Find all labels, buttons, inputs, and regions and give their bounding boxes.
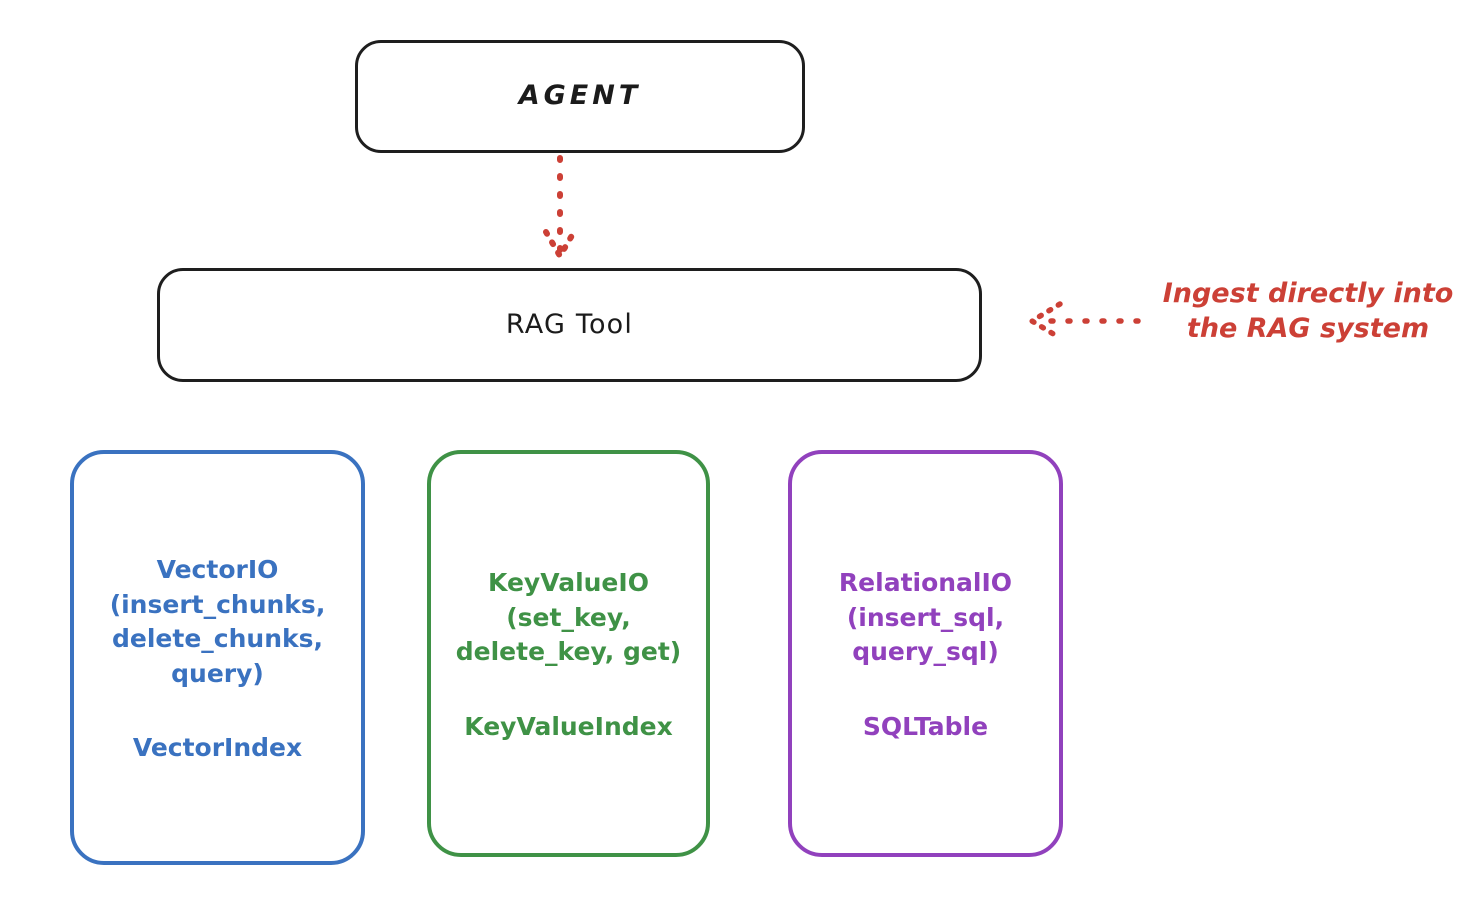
connector-agent-to-rag-tool: [543, 155, 577, 259]
node-agent-label: AGENT: [518, 80, 642, 112]
node-vector-io[interactable]: VectorIO (insert_chunks, delete_chunks, …: [70, 450, 365, 865]
node-rag-tool[interactable]: RAG Tool: [157, 268, 982, 382]
node-rag-tool-label: RAG Tool: [505, 308, 634, 340]
node-relational-io-sublabel: SQLTable: [862, 711, 989, 741]
annotation-ingest-directly: Ingest directly into the RAG system: [1162, 278, 1454, 344]
node-key-value-io-sublabel: KeyValueIndex: [464, 711, 673, 741]
node-relational-io-label: RelationalIO (insert_sql, query_sql): [838, 568, 1013, 667]
node-agent[interactable]: AGENT: [355, 40, 805, 153]
node-vector-io-label: VectorIO (insert_chunks, delete_chunks, …: [109, 555, 326, 688]
node-relational-io[interactable]: RelationalIO (insert_sql, query_sql) SQL…: [788, 450, 1063, 857]
node-key-value-io-label: KeyValueIO (set_key, delete_key, get): [455, 568, 682, 667]
node-key-value-io[interactable]: KeyValueIO (set_key, delete_key, get) Ke…: [427, 450, 710, 857]
node-vector-io-sublabel: VectorIndex: [132, 733, 303, 762]
connector-ingest-arrow: [1029, 301, 1141, 341]
